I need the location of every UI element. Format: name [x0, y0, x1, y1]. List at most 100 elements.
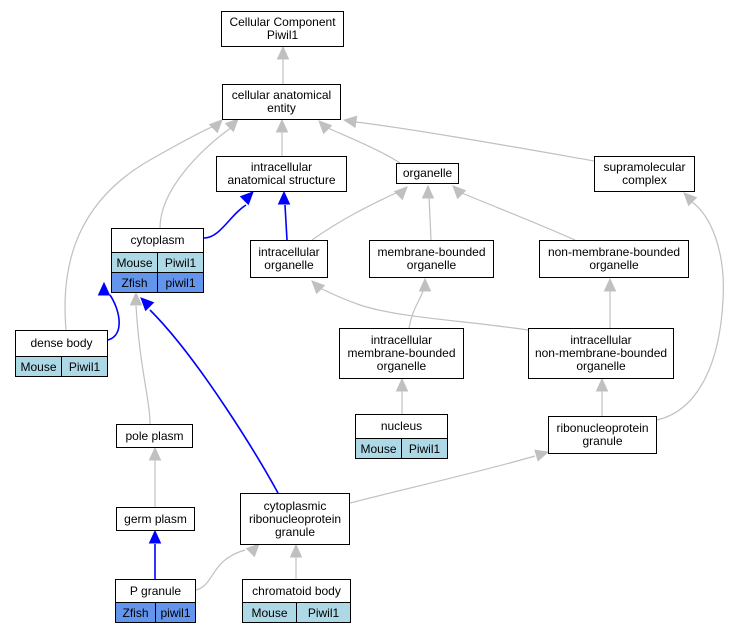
gene-cell: Piwil1 [401, 439, 447, 458]
arrowhead-pole-to-cytoplasm [129, 291, 143, 306]
node-label: nucleus [380, 419, 423, 433]
arrowhead-dense-to-cae [208, 119, 223, 134]
edge-mbo-to-organelle [428, 195, 432, 241]
edge-crnpg-to-rnpg [349, 455, 536, 504]
gene-cell: Piwil1 [61, 357, 107, 376]
arrowhead-organelle-to-cae [318, 120, 333, 135]
node-intracellular-organelle[interactable]: intracellular organelle [250, 240, 328, 278]
node-label: Cellular Component Piwil1 [229, 15, 336, 42]
arrowhead-intraorg-to-ias [277, 190, 291, 205]
node-label: germ plasm [124, 511, 187, 526]
edge-inmbo-to-intraorg [319, 287, 529, 331]
arrowhead-nucleus-to-imbo [395, 377, 409, 392]
annotation-row: Mouse Piwil1 [356, 438, 447, 458]
annotation-row: Mouse Piwil1 [16, 356, 107, 376]
node-label: supramolecular complex [603, 160, 686, 187]
arrowhead-ias-to-cae [275, 118, 289, 133]
node-p-granule[interactable]: P granule Zfish piwil1 [115, 579, 196, 623]
arrowhead-rnpg-to-inmbo [595, 377, 609, 392]
gene-cell: piwil1 [155, 603, 195, 622]
node-label: pole plasm [125, 428, 184, 443]
edge-nmbo-to-organelle [461, 192, 576, 241]
node-intracellular-membrane-bounded-organelle[interactable]: intracellular membrane-bounded organelle [339, 328, 464, 379]
node-germ-plasm[interactable]: germ plasm [116, 507, 195, 531]
annotation-row: Mouse Piwil1 [243, 602, 350, 622]
node-organelle[interactable]: organelle [396, 163, 459, 184]
arrowhead-dense-to-cytoplasm [97, 281, 111, 296]
gene-cell: Piwil1 [296, 603, 350, 622]
arrowhead-intraorg-to-organelle [393, 186, 408, 201]
edge-cytoplasm-to-ias [203, 204, 247, 239]
species-cell: Zfish [122, 605, 149, 620]
annotation-row: Mouse Piwil1 [112, 252, 203, 272]
edge-cytoplasm-to-cae [159, 126, 233, 229]
gene-cell: piwil1 [157, 273, 203, 292]
node-label: dense body [30, 336, 93, 350]
node-dense-body[interactable]: dense body Mouse Piwil1 [15, 330, 108, 377]
annotation-row: Zfish piwil1 [112, 272, 203, 292]
species-cell: Mouse [251, 605, 288, 620]
edge-intraorg-to-organelle [311, 191, 399, 241]
arrowhead-chromatoid-to-crnpg [289, 543, 303, 558]
arrowhead-pgranule-to-crnpg [245, 543, 260, 558]
arrowhead-crnpg-to-cytoplasm [140, 297, 155, 312]
arrowhead-crnpg-to-rnpg [534, 449, 550, 462]
arrowhead-imbo-to-mbo [418, 277, 432, 292]
node-cellular-component-piwil1[interactable]: Cellular Component Piwil1 [221, 11, 344, 47]
node-supramolecular-complex[interactable]: supramolecular complex [594, 156, 695, 192]
node-intracellular-non-membrane-bounded-organelle[interactable]: intracellular non-membrane-bounded organ… [528, 328, 674, 379]
species-cell: Mouse [20, 359, 57, 374]
edge-dense-to-cae [64, 125, 215, 331]
node-label: membrane-bounded organelle [377, 245, 486, 272]
species-cell: Zfish [121, 275, 148, 290]
node-label: intracellular anatomical structure [227, 160, 336, 187]
edge-supra-to-cae [355, 121, 601, 163]
gene-cell: Piwil1 [157, 253, 203, 272]
node-label: intracellular membrane-bounded organelle [347, 333, 456, 373]
species-cell: Mouse [116, 255, 153, 270]
node-cytoplasm[interactable]: cytoplasm Mouse Piwil1 Zfish piwil1 [111, 228, 204, 293]
node-label: cellular anatomical entity [231, 88, 332, 115]
node-chromatoid-body[interactable]: chromatoid body Mouse Piwil1 [242, 579, 351, 623]
edge-crnpg-to-cytoplasm [149, 309, 279, 494]
species-cell: Mouse [360, 441, 397, 456]
node-ribonucleoprotein-granule[interactable]: ribonucleoprotein granule [548, 416, 657, 454]
edge-dense-to-cytoplasm [107, 294, 120, 341]
node-intracellular-anatomical-structure[interactable]: intracellular anatomical structure [216, 156, 347, 192]
arrowhead-pgranule-to-germ [148, 529, 162, 544]
edge-imbo-to-mbo [408, 290, 424, 329]
edge-pgranule-to-crnpg [195, 549, 246, 591]
arrowhead-cae-to-root [276, 45, 290, 60]
node-label: chromatoid body [252, 583, 341, 598]
arrowhead-rnpg-to-supra [683, 192, 698, 207]
node-label: non-membrane-bounded organelle [547, 245, 681, 272]
node-cellular-anatomical-entity[interactable]: cellular anatomical entity [222, 84, 341, 120]
node-pole-plasm[interactable]: pole plasm [116, 424, 193, 448]
node-label: cytoplasm [130, 233, 185, 247]
arrowhead-supra-to-cae [342, 115, 358, 129]
node-label: ribonucleoprotein granule [556, 421, 649, 448]
annotation-row: Zfish piwil1 [116, 602, 195, 622]
node-label: P granule [129, 583, 182, 598]
node-nucleus[interactable]: nucleus Mouse Piwil1 [355, 414, 448, 459]
node-label: intracellular non-membrane-bounded organ… [534, 333, 668, 373]
arrowhead-cytoplasm-to-ias [239, 191, 254, 206]
arrowhead-germ-to-pole [148, 446, 162, 461]
edge-intraorg-to-ias [284, 204, 288, 241]
node-label: intracellular organelle [258, 245, 320, 272]
node-cytoplasmic-ribonucleoprotein-granule[interactable]: cytoplasmic ribonucleoprotein granule [240, 493, 350, 545]
arrowhead-nmbo-to-organelle [452, 185, 467, 200]
arrowhead-mbo-to-organelle [421, 184, 435, 199]
arrowhead-inmbo-to-intraorg [311, 280, 326, 295]
edge-organelle-to-cae [327, 127, 401, 164]
arrowhead-inmbo-to-nmbo [603, 277, 617, 292]
edge-rnpg-to-supra [656, 201, 724, 421]
edge-pole-to-cytoplasm [135, 305, 151, 425]
node-label: organelle [402, 166, 453, 180]
node-membrane-bounded-organelle[interactable]: membrane-bounded organelle [369, 240, 494, 278]
node-label: cytoplasmic ribonucleoprotein granule [248, 498, 342, 539]
node-non-membrane-bounded-organelle[interactable]: non-membrane-bounded organelle [539, 240, 689, 278]
arrowhead-cytoplasm-to-cae [224, 118, 239, 133]
